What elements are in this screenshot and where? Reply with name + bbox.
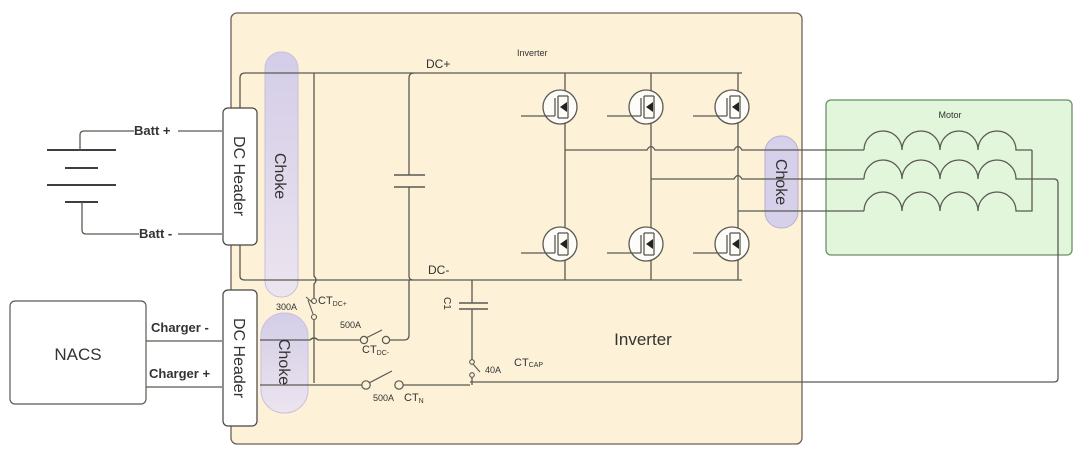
- ct-n-rating: 500A: [373, 393, 394, 403]
- batt-pos-label: Batt +: [134, 123, 171, 138]
- dc-plus-label: DC+: [426, 57, 450, 71]
- charger-pos-label: Charger +: [149, 366, 210, 381]
- c1-label: C1: [441, 297, 452, 310]
- motor-choke-label: Choke: [772, 159, 789, 205]
- dc-header-top-label: DC Header: [230, 136, 247, 217]
- dc-choke: [264, 51, 299, 298]
- charger-choke-label: Choke: [275, 339, 292, 385]
- motor-winding-b: [470, 159, 1059, 383]
- dc-minus-label: DC-: [428, 263, 449, 277]
- charger-choke: [260, 312, 309, 414]
- dc-header-bottom-label: DC Header: [230, 318, 247, 399]
- ct-dc-plus-rating: 300A: [276, 302, 297, 312]
- motor-winding-c: [863, 150, 1033, 212]
- batt-neg-label: Batt -: [139, 226, 172, 241]
- motor-winding-a: [863, 130, 1032, 151]
- motor-choke: [764, 135, 799, 229]
- dc-header-top: DC Header: [222, 107, 258, 246]
- ct-cap-rating: 40A: [485, 365, 501, 375]
- dc-header-bottom: DC Header: [222, 289, 258, 427]
- nacs-label: NACS: [54, 345, 101, 364]
- inverter-title-large: Inverter: [614, 330, 672, 349]
- motor-label: Motor: [938, 110, 961, 120]
- motor-box: [825, 99, 1073, 256]
- ct-n-label: CTN: [404, 392, 424, 405]
- ct-dc-minus-rating: 500A: [340, 320, 361, 330]
- inverter-title-small: Inverter: [517, 48, 548, 58]
- inverter-box: [230, 12, 803, 445]
- charger-neg-label: Charger -: [151, 320, 209, 335]
- dc-choke-label: Choke: [271, 153, 288, 199]
- ct-cap-label: CTCAP: [514, 357, 543, 369]
- battery-icon: [47, 149, 116, 203]
- ct-dc-minus-label: CTDC-: [362, 344, 390, 357]
- ct-dc-plus-label: CTDC+: [318, 295, 347, 308]
- nacs-box: [9, 300, 147, 405]
